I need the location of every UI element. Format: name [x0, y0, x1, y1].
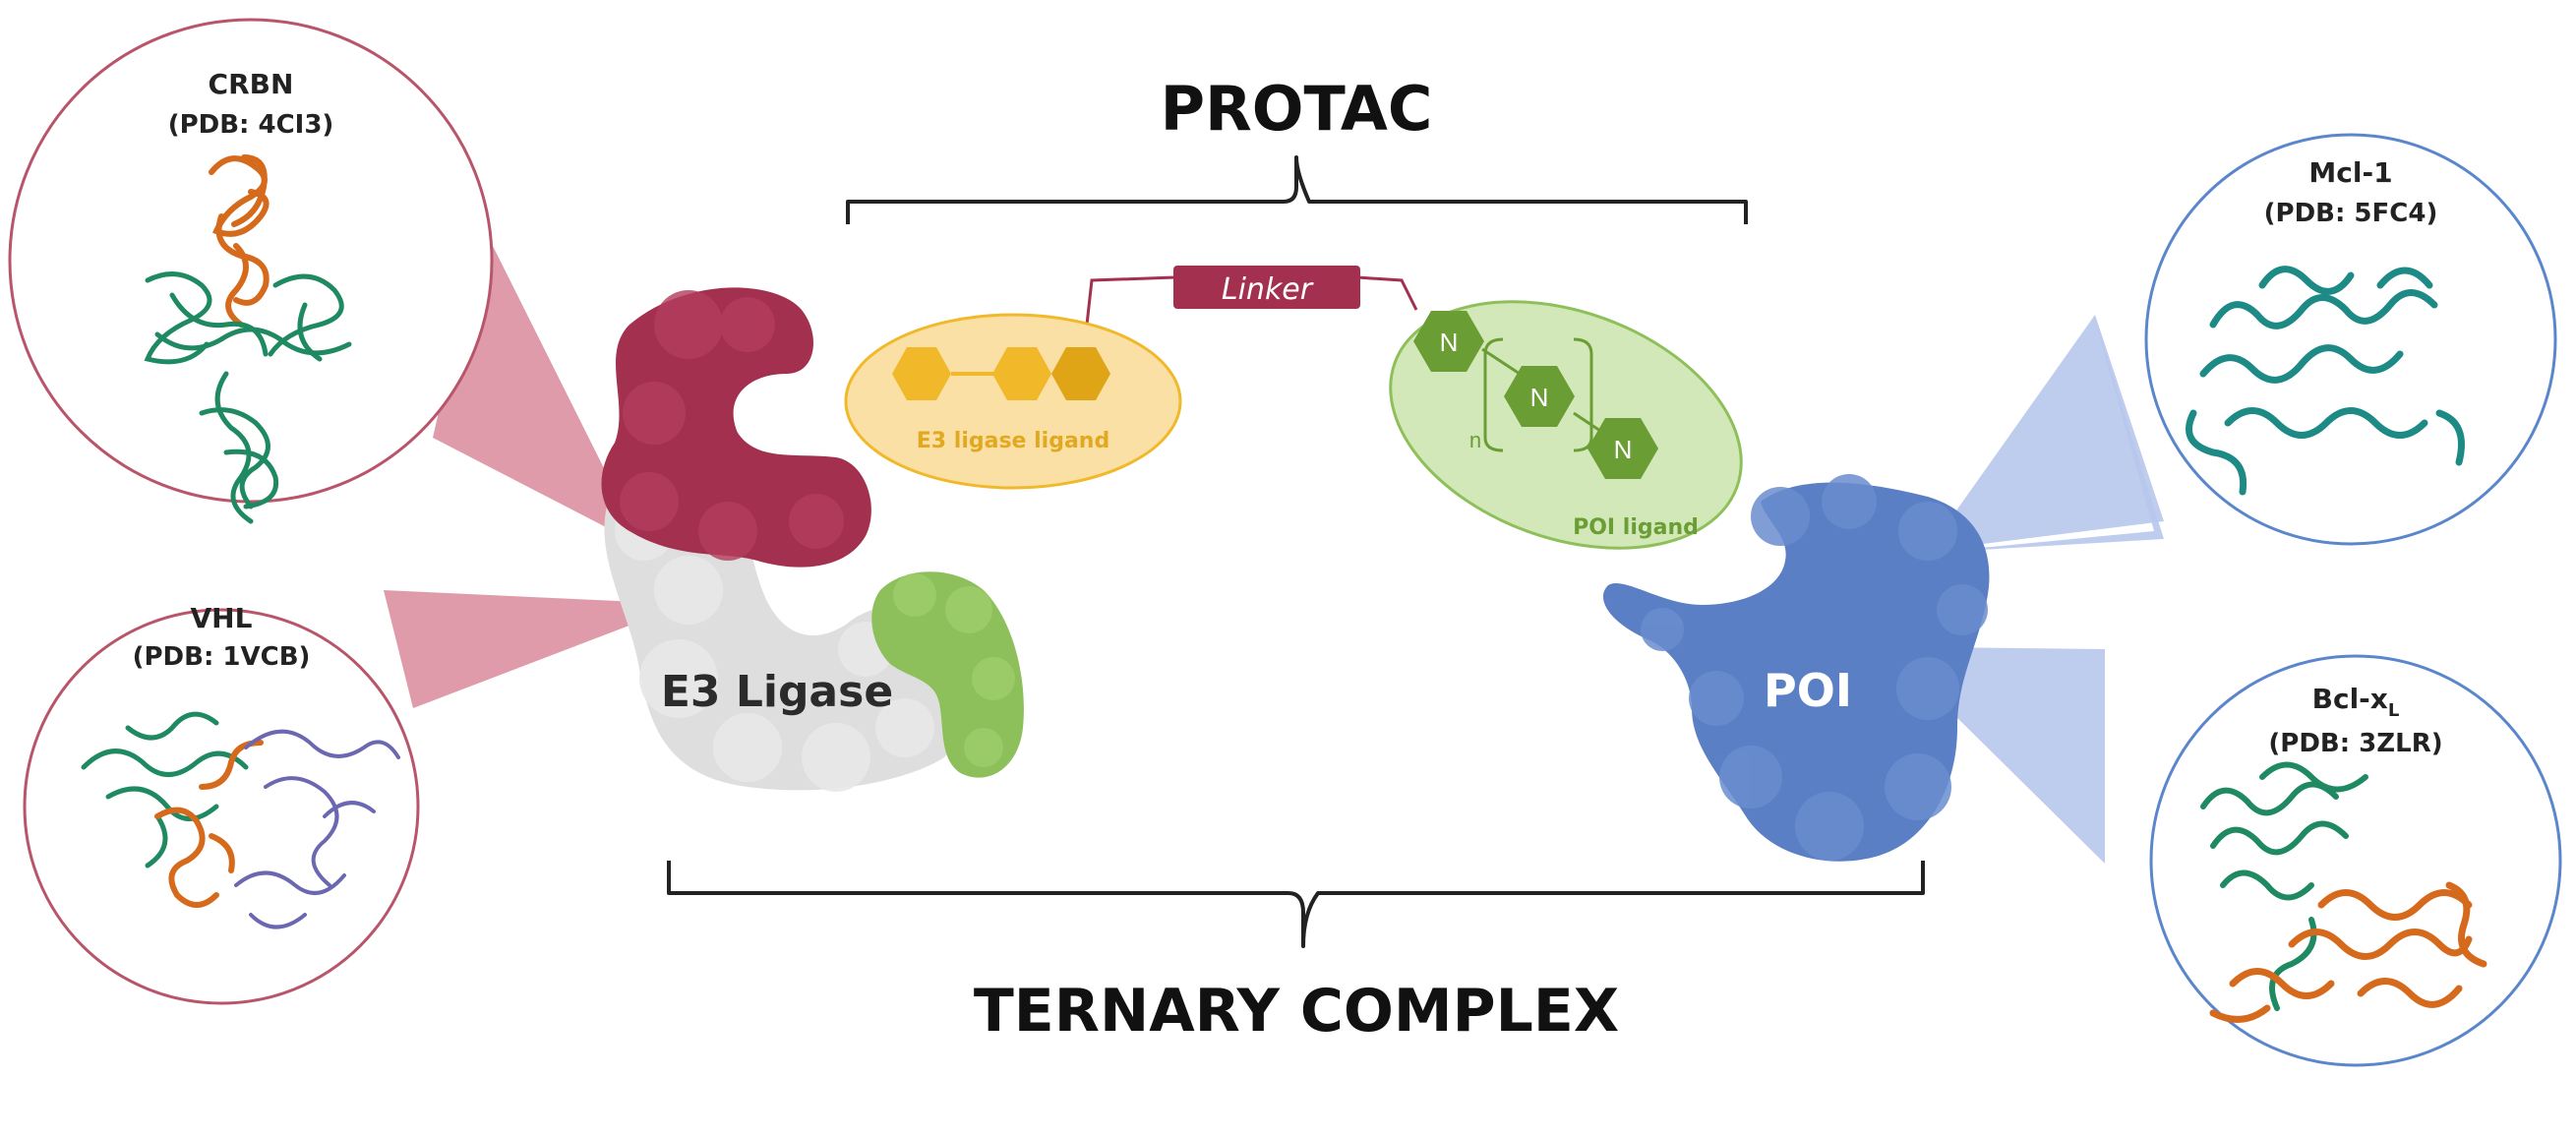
e3-ligase-ligand: E3 ligase ligand: [844, 313, 1182, 490]
bclxl-ribbon-orange: [2209, 881, 2487, 1023]
mcl1-name: Mcl-1: [2308, 156, 2392, 189]
linker-wire-right: [1356, 275, 1418, 311]
vhl-structure-panel: VHL (PDB: 1VCB): [23, 602, 420, 1005]
vhl-pdb: (PDB: 1VCB): [133, 642, 311, 672]
mcl1-ribbon: [2186, 266, 2465, 496]
ligand-ring-2: [992, 347, 1051, 400]
poi-bumps: [1641, 474, 1988, 861]
ternary-heading: TERNARY COMPLEX: [974, 977, 1619, 1046]
protac-bracket: [846, 155, 1748, 224]
vhl-ribbon-purple: [234, 729, 400, 929]
bclxl-name: Bcl-xL: [2312, 683, 2400, 721]
ligand-ring-3: [1051, 347, 1110, 400]
n-ring-2-label: N: [1530, 383, 1549, 412]
protac-heading: PROTAC: [1161, 73, 1433, 145]
n-ring-3: [1588, 418, 1658, 479]
ternary-bracket: [667, 861, 1925, 948]
n-ring-1-label: N: [1440, 328, 1459, 357]
ligand-ring-1: [892, 347, 951, 400]
repeat-bracket-right: [1573, 337, 1593, 452]
crbn-pdb: (PDB: 4CI3): [168, 110, 334, 140]
e3-ligase-label: E3 Ligase: [661, 667, 893, 717]
poi-label: POI: [1764, 664, 1852, 717]
vhl-zoom-cone: [384, 590, 639, 708]
bclxl-ribbon-green: [2200, 761, 2368, 1011]
e3-ligand-label: E3 ligase ligand: [917, 429, 1109, 453]
repeat-bracket-left: [1483, 337, 1504, 452]
bclxl-zoom-cone: [1928, 647, 2105, 864]
mcl1-zoom-cone-b: [1928, 315, 2164, 551]
crbn-ribbon-orange: [209, 154, 270, 328]
crbn-structure-panel: CRBN (PDB: 4CI3): [8, 18, 494, 524]
mcl1-structure-panel: Mcl-1 (PDB: 5FC4): [2144, 133, 2557, 546]
linker-label: Linker: [1222, 272, 1314, 307]
vhl-ribbon-green: [81, 711, 249, 868]
n-ring-1: [1413, 311, 1484, 372]
mcl1-pdb: (PDB: 5FC4): [2264, 199, 2438, 228]
e3-green-bumps: [893, 573, 1015, 767]
bclxl-pdb: (PDB: 3ZLR): [2268, 729, 2442, 758]
poi-ligand-label: POI ligand: [1573, 515, 1699, 540]
e3-ligase-complex: E3 Ligase: [601, 287, 1024, 792]
crbn-name: CRBN: [209, 68, 294, 100]
poi-protein: POI: [1602, 474, 1990, 862]
repeat-n-label: n: [1469, 428, 1481, 452]
n-ring-2: [1504, 366, 1575, 427]
n-ring-3-label: N: [1614, 435, 1633, 464]
poi-ligand: N N n N POI ligand: [1389, 300, 1743, 550]
linker-box: Linker: [1173, 266, 1360, 309]
bclxl-structure-panel: Bcl-xL (PDB: 3ZLR): [2149, 654, 2562, 1067]
linker-wire-left: [1085, 275, 1176, 326]
e3-red-bumps: [620, 290, 844, 561]
vhl-name: VHL: [191, 602, 253, 634]
crbn-ribbon-green: [144, 271, 352, 524]
